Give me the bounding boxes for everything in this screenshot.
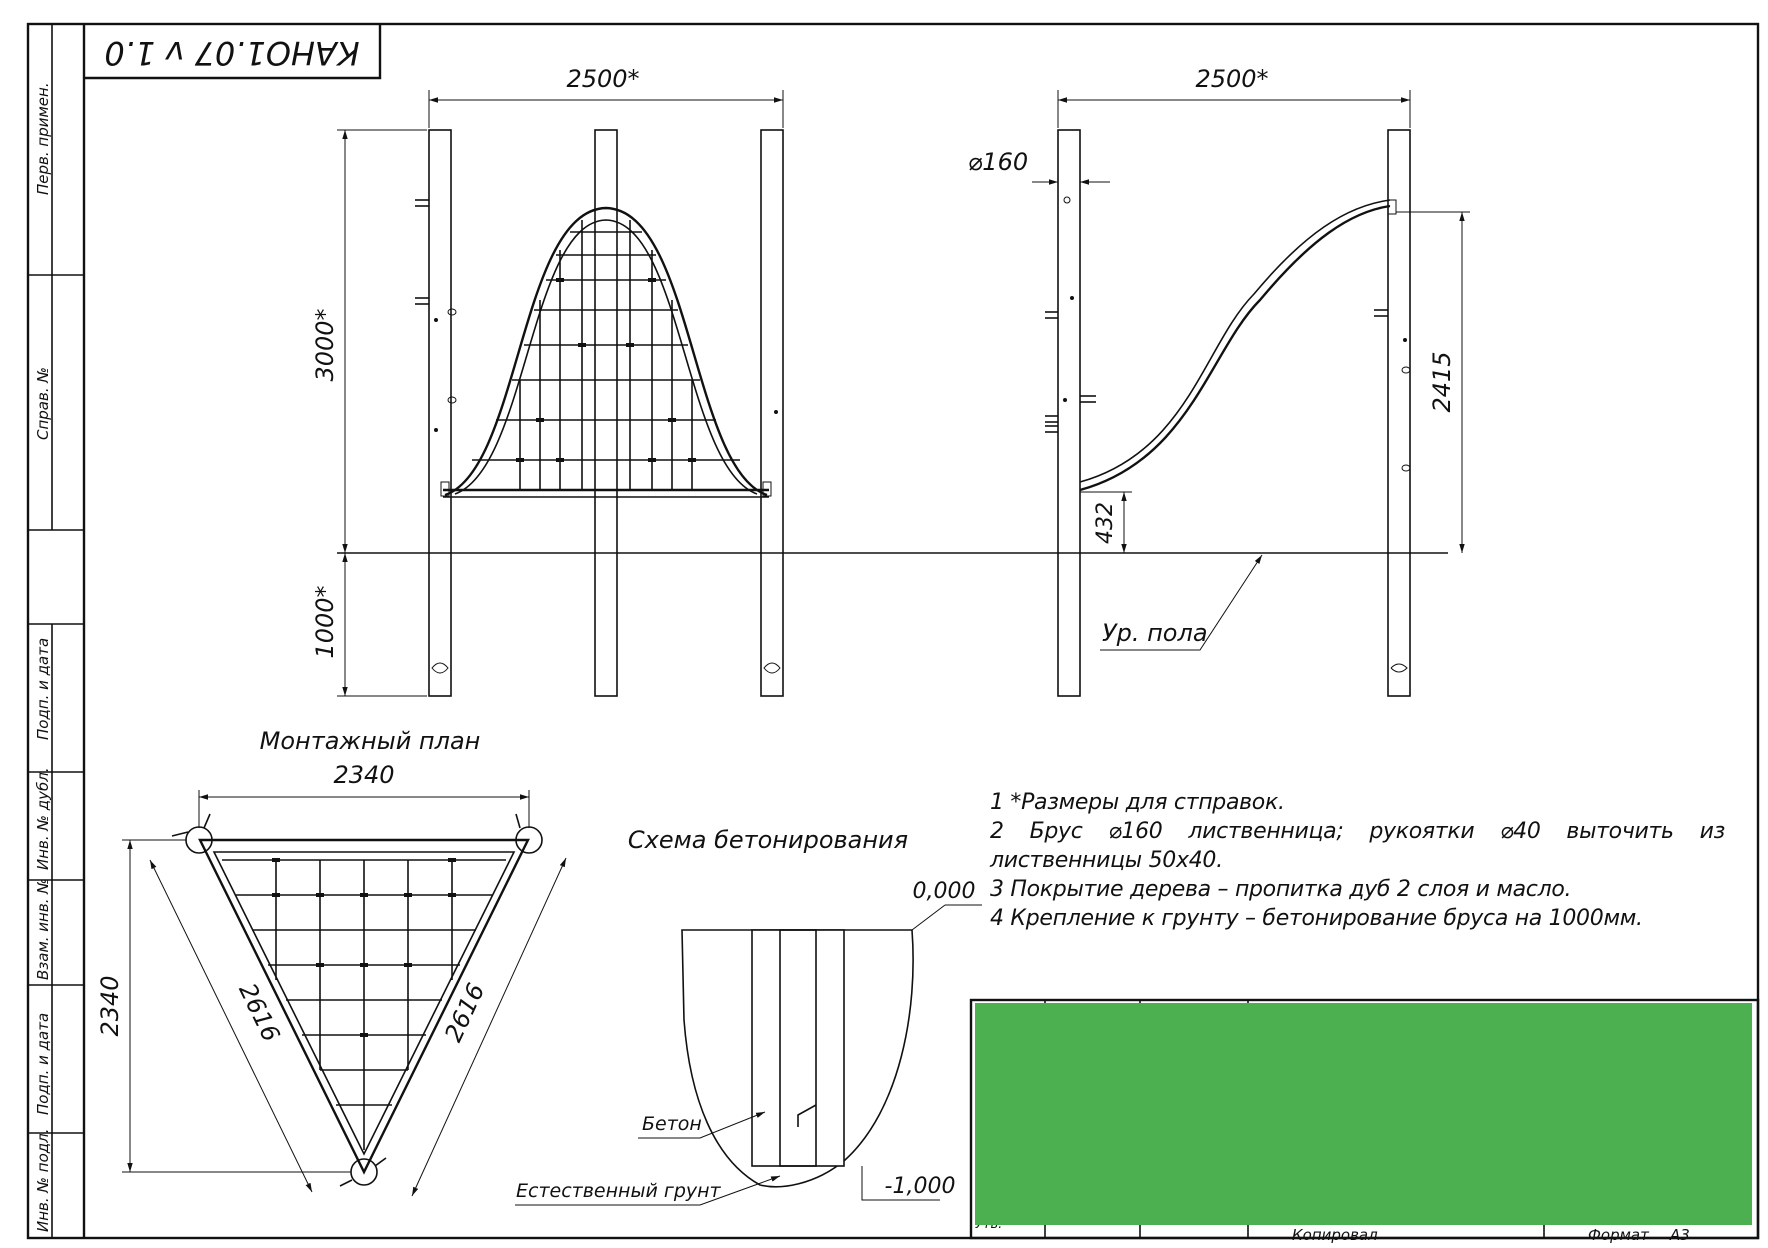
front-view: 2500* 3000* 1000* <box>311 65 1448 697</box>
front-depth-dim: 1000* <box>311 585 339 658</box>
title-block-copied: Копировал <box>1292 1226 1378 1244</box>
label-beton: Бетон <box>642 1113 702 1135</box>
stamp-code: КАНО1.07 v 1.0 <box>104 34 359 72</box>
level-bottom: -1,000 <box>885 1174 956 1199</box>
note-1: 1 *Размеры для стправок. <box>990 790 1285 815</box>
concrete-title: Схема бетонирования <box>628 826 908 854</box>
plan-right-side: 2616 <box>439 979 490 1046</box>
label-sprav-no: Справ. № <box>34 367 52 440</box>
label-vzam-inv: Взам. инв. № <box>34 878 52 980</box>
plan-top-dim: 2340 <box>333 761 394 789</box>
title-block-format-label: Формат <box>1588 1226 1649 1244</box>
side-labels: Перв. примен. Справ. № Подп. и дата Инв.… <box>34 82 52 1232</box>
mounting-plan: Монтажный план <box>96 727 567 1197</box>
note-2-line-2: лиственницы 50х40. <box>990 848 1223 873</box>
stamp-box: КАНО1.07 v 1.0 <box>84 24 382 80</box>
label-podp-data-2: Подп. и дата <box>34 1013 52 1115</box>
side-width-dim: 2500* <box>1195 65 1268 93</box>
label-podp-data-1: Подп. и дата <box>34 638 52 740</box>
level-top: 0,000 <box>913 879 976 904</box>
side-diameter: ⌀160 <box>968 148 1028 176</box>
title-block-cover <box>975 1003 1752 1225</box>
notes: 1 *Размеры для стправок. 2 Брус ⌀160 лис… <box>990 788 1725 933</box>
plan-height-dim: 2340 <box>96 975 124 1036</box>
front-width-dim: 2500* <box>566 65 639 93</box>
note-4: 4 Крепление к грунту – бетонирование бру… <box>990 906 1643 931</box>
side-height-dim: 2415 <box>1428 351 1456 412</box>
note-3: 3 Покрытие дерева – пропитка дуб 2 слоя … <box>990 877 1572 902</box>
front-height-dim: 3000* <box>311 308 339 381</box>
label-perv-primen: Перв. примен. <box>34 82 52 195</box>
side-offset-dim: 432 <box>1093 502 1118 544</box>
sheet-frame <box>26 22 1760 1240</box>
floor-label: Ур. пола <box>1102 619 1208 647</box>
title-block-format-value: А3 <box>1670 1226 1690 1244</box>
plan-title: Монтажный план <box>260 727 481 755</box>
note-2-line-1: 2 Брус ⌀160 лиственница; рукоятки ⌀40 вы… <box>990 819 1725 844</box>
concrete-scheme: Схема бетонирования 0,000 -1,000 Бетон Е… <box>515 826 982 1206</box>
label-ground: Естественный грунт <box>516 1180 722 1202</box>
plan-left-side: 2616 <box>233 979 285 1046</box>
side-view: 2500* ⌀160 2415 432 Ур. пола <box>968 65 1470 697</box>
label-inv-podl: Инв. № подл. <box>34 1129 52 1232</box>
label-inv-dubl: Инв. № дубл. <box>34 767 52 870</box>
